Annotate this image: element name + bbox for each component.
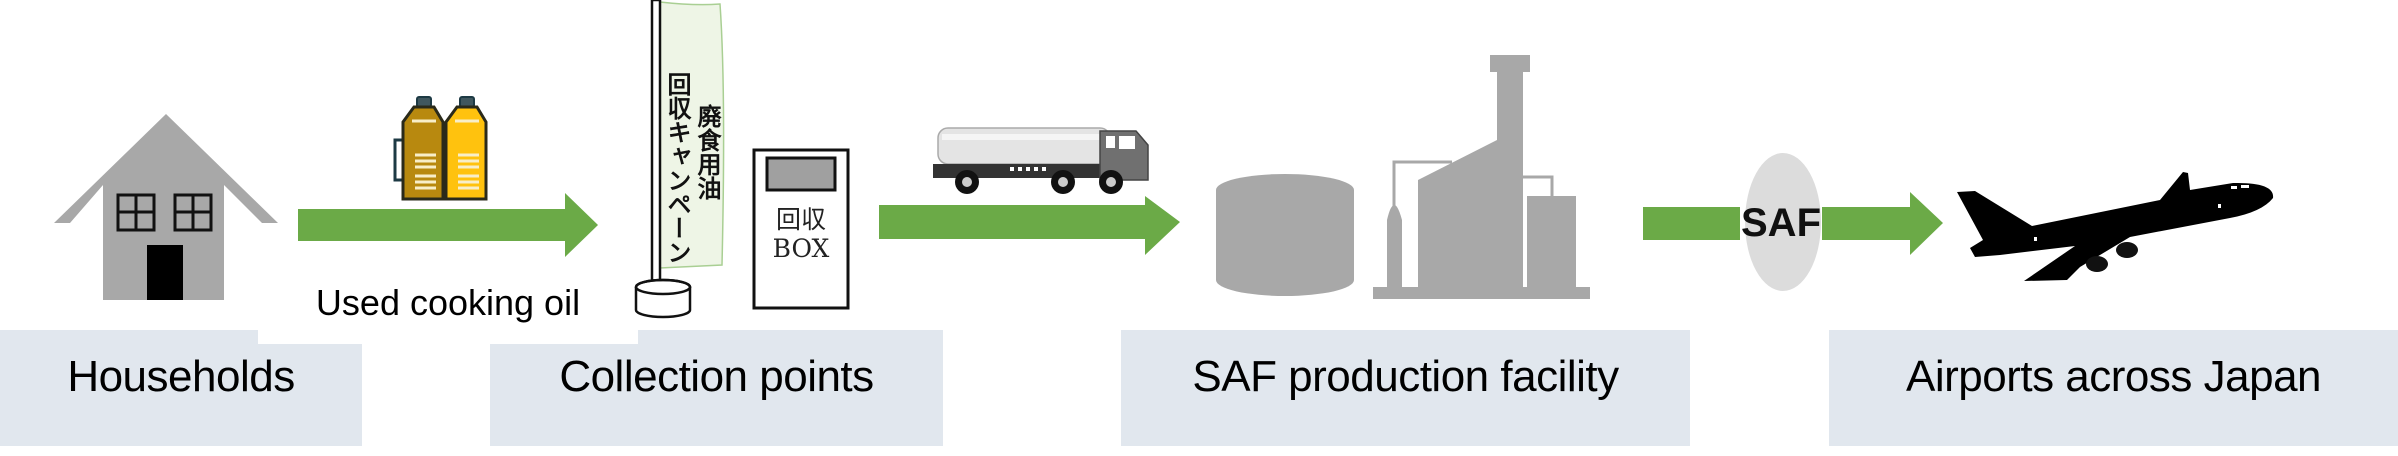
stage-label-text: Airports across Japan xyxy=(1905,352,2322,401)
banner-text-line1: 廃食用油 xyxy=(693,103,721,200)
collection-box-icon: 回収 BOX xyxy=(752,148,850,310)
saf-flow: SAF xyxy=(1643,153,1943,291)
stage-label-production: SAF production facility xyxy=(1121,330,1690,446)
stage-label-text: SAF production facility xyxy=(1192,352,1619,401)
flow-label-text: Used cooking oil xyxy=(315,282,581,323)
stage-label-airports: Airports across Japan xyxy=(1829,330,2398,446)
oil-bottles-icon xyxy=(393,96,488,201)
banner-text-line2: 回収キャンペーン xyxy=(663,72,691,264)
flow-arrow-3-head xyxy=(1822,192,1943,255)
tanker-truck-icon xyxy=(933,127,1149,194)
airplane-icon xyxy=(1957,172,2274,281)
house-icon xyxy=(54,114,278,300)
factory-icon xyxy=(1373,55,1590,299)
flow-label-used-cooking-oil: Used cooking oil xyxy=(258,262,638,344)
stage-label-households: Households xyxy=(0,330,362,446)
flow-arrow-2 xyxy=(879,196,1180,255)
box-text-line1: 回収 xyxy=(776,205,826,234)
stage-label-collection: Collection points xyxy=(490,330,943,446)
storage-tank-icon xyxy=(1216,174,1354,296)
box-text-line2: BOX xyxy=(773,234,830,263)
saf-label: SAF xyxy=(1741,201,1821,245)
stage-label-text: Collection points xyxy=(559,352,874,401)
saf-ellipse xyxy=(1745,153,1821,291)
flow-arrow-3-tail xyxy=(1643,207,1740,240)
stage-label-text: Households xyxy=(67,352,295,401)
flow-arrow-1 xyxy=(298,193,598,257)
collection-banner-icon: 回収キャンペーン 廃食用油 xyxy=(634,0,725,319)
